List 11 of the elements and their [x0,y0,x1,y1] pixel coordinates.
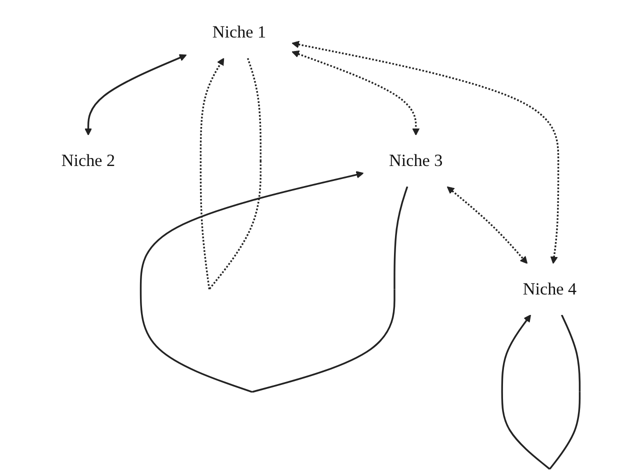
node-text: Niche 4 [522,280,577,299]
node-text: Niche 1 [212,23,266,42]
node-text: Niche 3 [389,151,443,170]
node-text: Niche 2 [61,151,116,170]
arrow [140,171,408,393]
arrow [292,40,560,264]
arrow [84,54,187,136]
arrow [200,58,262,290]
arrow [501,314,581,470]
arrow [292,50,420,136]
arrow [446,186,528,264]
